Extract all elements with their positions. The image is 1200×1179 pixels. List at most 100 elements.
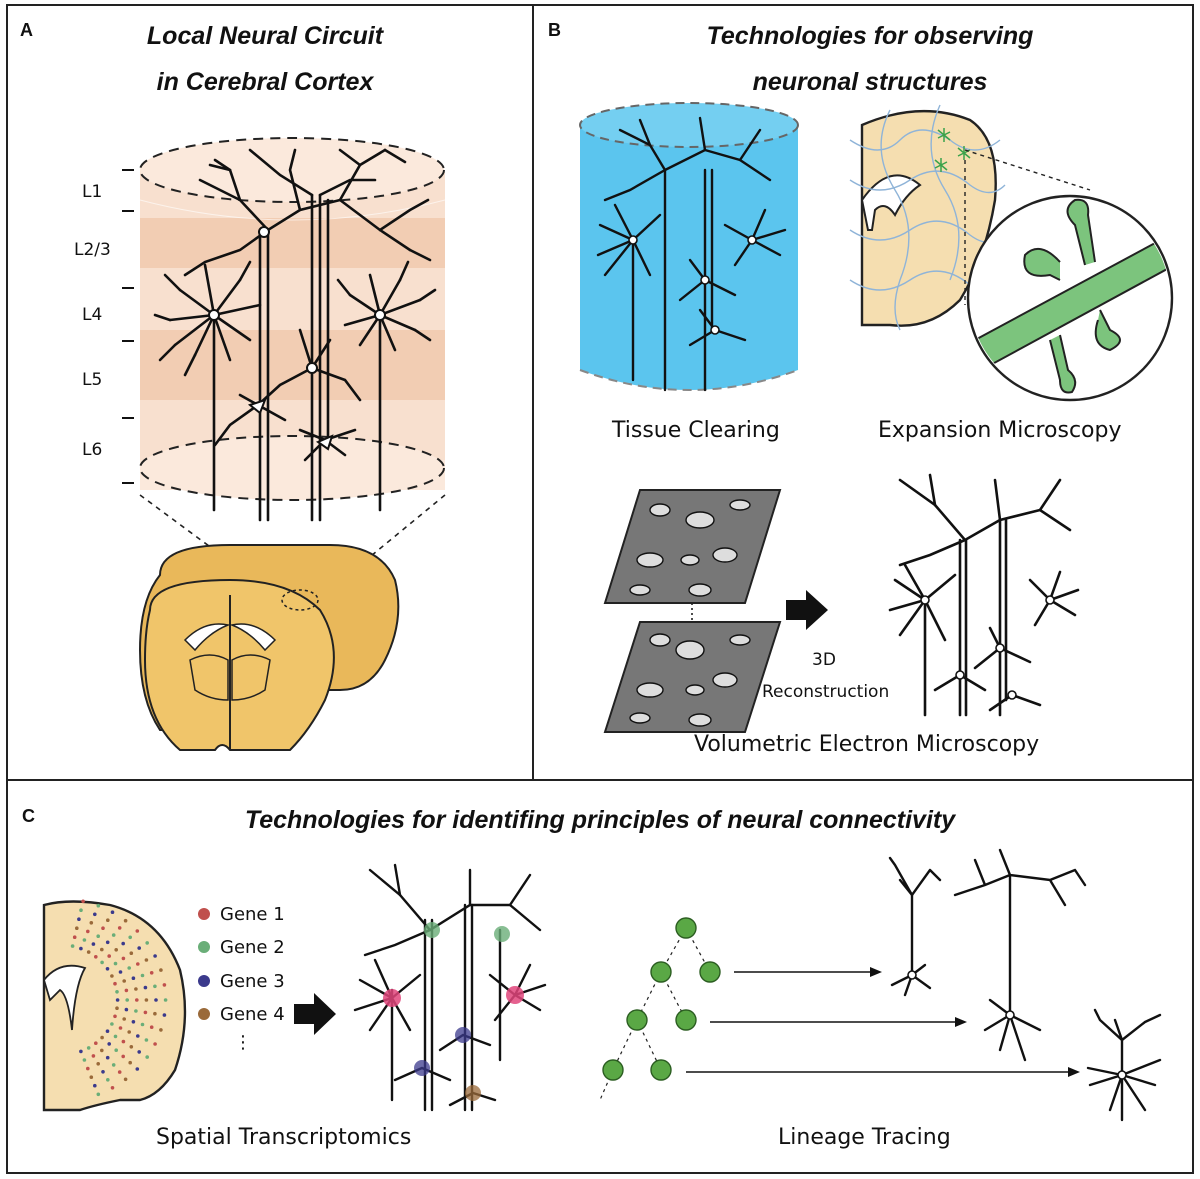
expression-dot xyxy=(140,1022,145,1027)
panel-c-frame xyxy=(6,779,1194,1174)
expression-dot xyxy=(86,1066,90,1071)
expression-dot xyxy=(113,1014,117,1019)
genes-more-ellipsis: ⋮ xyxy=(234,1032,252,1053)
expression-dot xyxy=(153,1011,157,1016)
reconstructed-neurons xyxy=(888,473,1080,717)
expression-dot xyxy=(110,910,115,914)
expression-dot xyxy=(94,1041,98,1045)
expression-dot xyxy=(145,1055,149,1059)
expression-dot xyxy=(101,1070,105,1074)
expression-dot xyxy=(72,935,77,939)
expression-dot xyxy=(128,935,132,940)
soma-gene-2-b xyxy=(494,926,510,942)
lineage-cell xyxy=(650,961,672,983)
expression-dot xyxy=(89,1075,94,1079)
lineage-cell xyxy=(602,1059,624,1081)
expression-dot xyxy=(115,998,120,1002)
layer-label-l5: L5 xyxy=(82,370,103,390)
gene-2-label: Gene 2 xyxy=(220,937,285,958)
lineage-cell xyxy=(626,1009,648,1031)
expression-dot xyxy=(107,954,111,958)
layer-label-l2-3: L2/3 xyxy=(74,240,111,260)
lineage-cell xyxy=(675,917,697,939)
tissue-clearing-label: Tissue Clearing xyxy=(612,418,780,443)
expression-dot xyxy=(121,956,126,961)
expression-dot xyxy=(162,983,167,987)
layer-label-l4: L4 xyxy=(82,305,103,325)
lineage-neurons xyxy=(888,848,1162,1122)
expression-dot xyxy=(106,1078,110,1082)
expression-dot xyxy=(96,1092,101,1097)
reconstruction-label-line2: Reconstruction xyxy=(762,682,890,702)
expression-dot xyxy=(81,899,85,904)
expression-dot xyxy=(121,1054,125,1059)
lineage-cell xyxy=(699,961,721,983)
expression-dot xyxy=(145,941,149,945)
expression-dot xyxy=(82,1058,87,1062)
soma-gene-2-a xyxy=(424,922,440,938)
expression-dot xyxy=(143,985,148,990)
gene-1-label: Gene 1 xyxy=(220,904,285,925)
cortical-column xyxy=(122,137,446,522)
expression-dot xyxy=(127,966,131,970)
expression-dot xyxy=(79,946,83,951)
expansion-microscopy-label: Expansion Microscopy xyxy=(878,418,1122,443)
expression-dot xyxy=(149,1025,154,1029)
brain-slice-icon xyxy=(138,544,400,751)
expression-dot xyxy=(117,926,122,930)
expression-dot xyxy=(144,998,149,1002)
expression-dot xyxy=(106,918,110,922)
expression-dot xyxy=(110,1086,115,1090)
expression-dot xyxy=(140,973,145,978)
expression-dot xyxy=(91,1054,96,1058)
expression-dot xyxy=(137,1050,141,1054)
gene-4-label: Gene 4 xyxy=(220,1004,285,1025)
expression-dot xyxy=(144,958,149,962)
expression-dot xyxy=(82,938,87,942)
expression-dot xyxy=(105,940,110,945)
expression-dot xyxy=(135,998,139,1002)
expression-dot xyxy=(123,1077,128,1082)
expression-dot xyxy=(100,1035,104,1040)
reconstruction-label-line1: 3D xyxy=(812,650,836,670)
expression-dot xyxy=(159,1028,163,1032)
expression-dot xyxy=(153,954,157,958)
gene-3-swatch xyxy=(198,975,210,987)
expression-dot xyxy=(93,912,97,917)
volumetric-em-label: Volumetric Electron Microscopy xyxy=(694,732,1040,757)
layer-label-l1: L1 xyxy=(82,182,103,202)
lineage-cell xyxy=(675,1009,697,1031)
expression-dot xyxy=(93,1083,97,1088)
expression-dot xyxy=(134,1009,138,1013)
panel-b-title-line1: Technologies for observing xyxy=(706,22,1034,50)
expression-dot xyxy=(162,1013,167,1017)
soma-gene-pink-a xyxy=(383,989,401,1007)
expression-dot xyxy=(159,968,163,972)
panel-b-title-line2: neuronal structures xyxy=(752,68,988,96)
expression-dot xyxy=(105,1055,110,1060)
expression-dot xyxy=(101,926,105,930)
expression-dot xyxy=(135,929,140,933)
layer-label-l6: L6 xyxy=(82,440,103,460)
expression-dot xyxy=(114,1048,118,1052)
expression-dot xyxy=(113,981,117,986)
expression-dot xyxy=(153,1042,157,1046)
expression-dot xyxy=(91,942,96,946)
expression-dot xyxy=(136,962,140,966)
expression-dot xyxy=(100,947,104,952)
em-slice-stack xyxy=(603,489,782,733)
soma-gene-pink-b xyxy=(506,986,524,1004)
expression-dot xyxy=(118,1026,123,1030)
soma-gene-4-a xyxy=(465,1085,481,1101)
gene-2-swatch xyxy=(198,941,210,953)
expression-dot xyxy=(136,1034,140,1038)
expression-dot xyxy=(128,1060,132,1065)
expression-dot xyxy=(79,908,83,912)
expression-dot xyxy=(115,990,119,994)
expression-dot xyxy=(124,1007,129,1012)
expression-dot xyxy=(113,1034,118,1039)
expression-dot xyxy=(143,1010,148,1015)
expression-dot xyxy=(70,944,75,948)
expression-dot xyxy=(96,934,100,938)
gene-labelled-somata xyxy=(383,922,524,1101)
